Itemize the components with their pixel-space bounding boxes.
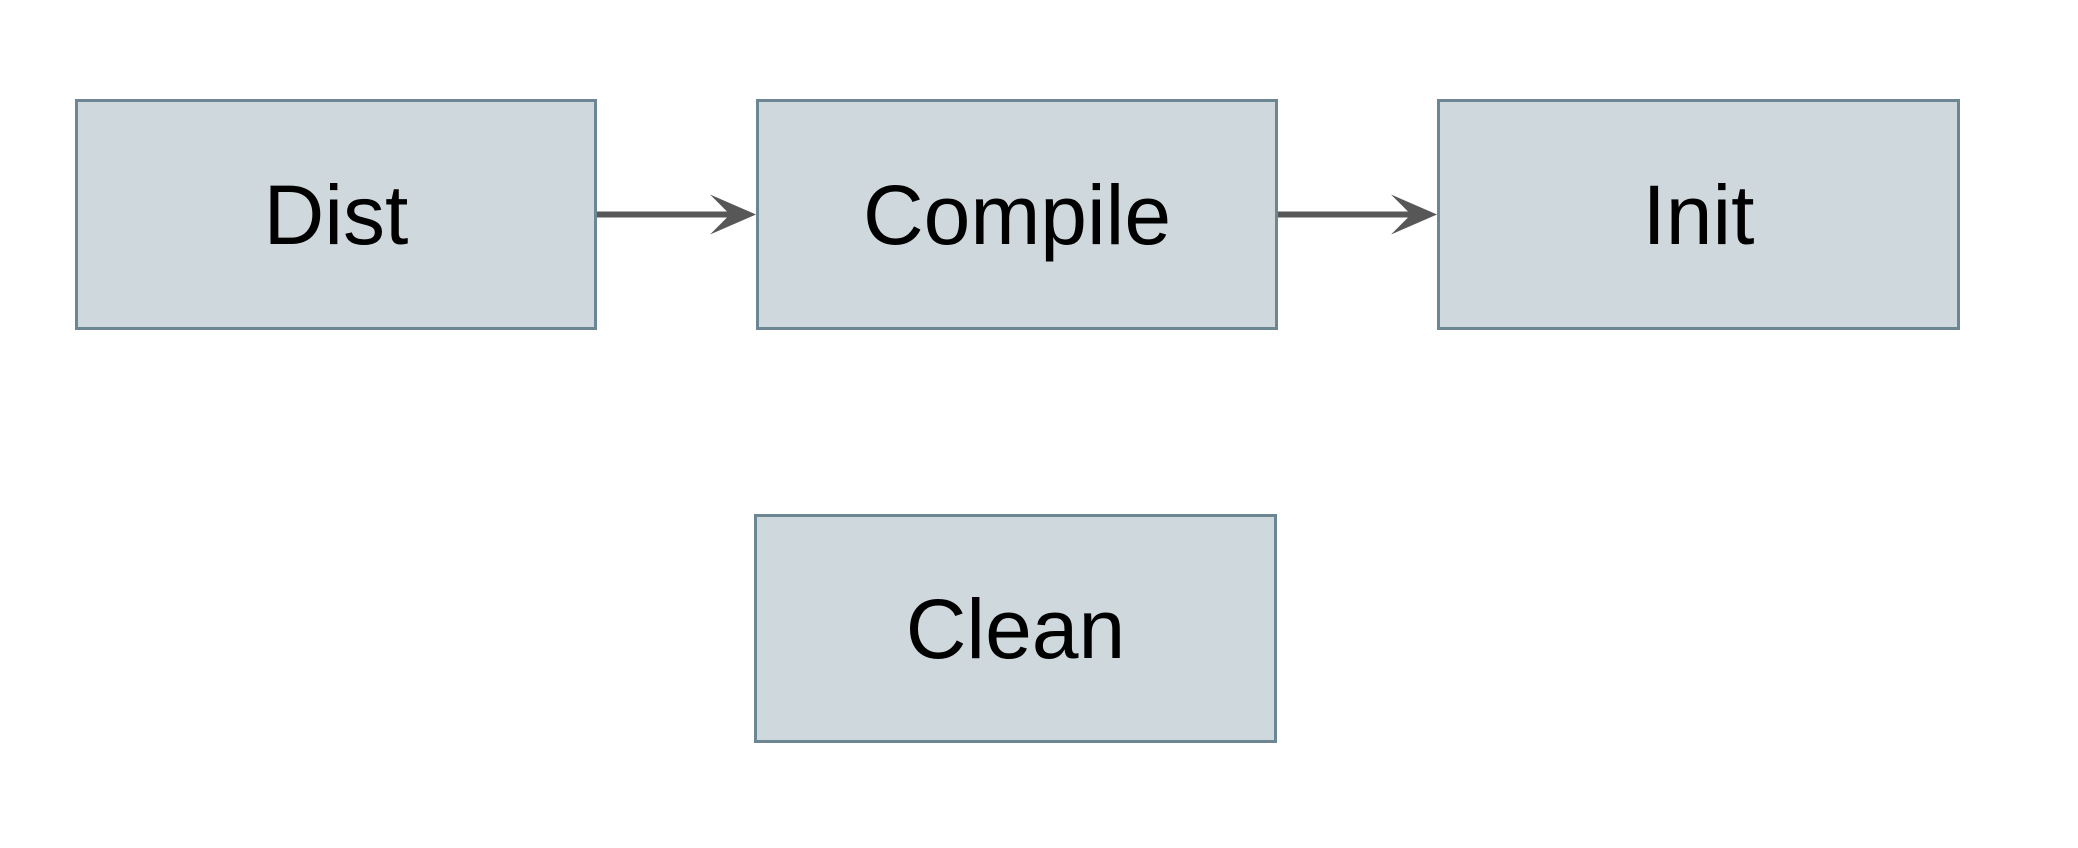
- node-compile-label: Compile: [862, 167, 1172, 262]
- node-init-label: Init: [1642, 167, 1755, 262]
- node-dist: Dist: [75, 99, 597, 330]
- node-init: Init: [1437, 99, 1960, 330]
- arrowhead-icon: [710, 194, 756, 235]
- node-clean-label: Clean: [905, 581, 1126, 676]
- arrow-dist-to-compile: [597, 194, 756, 235]
- node-compile: Compile: [756, 99, 1278, 330]
- arrow-compile-to-init: [1278, 194, 1437, 235]
- arrowhead-icon: [1391, 194, 1437, 235]
- node-dist-label: Dist: [263, 167, 409, 262]
- node-clean: Clean: [754, 514, 1277, 743]
